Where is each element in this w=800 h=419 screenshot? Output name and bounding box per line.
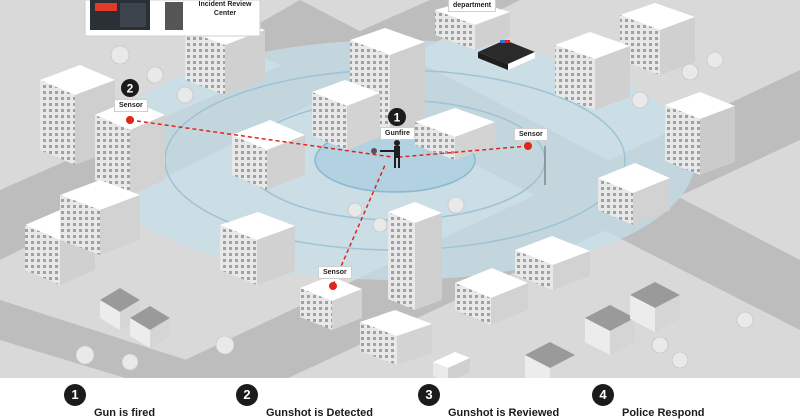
step-1: 1 Gun is fired: [64, 384, 254, 419]
review-center-caption-line2: Center: [213, 10, 237, 17]
step-4: 4 Police Respond: [592, 384, 782, 419]
gunfire-marker: [388, 108, 406, 126]
police-car: [478, 40, 535, 70]
step-3-label: Gunshot is Reviewed: [448, 407, 560, 419]
buildings: [25, 0, 735, 378]
review-center-caption: Incident Review Center: [190, 0, 260, 18]
delivery-van: [433, 352, 470, 382]
step-2: 2 Gunshot is Detected: [236, 384, 426, 419]
step-4-label: Police Respond: [622, 407, 705, 419]
step-2-number: 2: [236, 384, 258, 406]
gunfire-marker-number: 1: [394, 111, 401, 125]
step-1-number: 1: [64, 384, 86, 406]
sensor-links: [129, 119, 546, 286]
step-3: 3 Gunshot is Reviewed: [418, 384, 608, 419]
step-3-number: 3: [418, 384, 440, 406]
sensor-tag-right: Sensor: [514, 128, 548, 141]
shooter-figure: [371, 140, 400, 168]
step-1-label: Gun is fired: [94, 407, 156, 419]
gunfire-tag: Gunfire: [380, 127, 415, 140]
sensor-right: [524, 142, 532, 150]
department-caption: department: [448, 0, 497, 12]
trees: [75, 45, 754, 371]
sensor-marker: [121, 79, 139, 97]
sensor-left: [126, 116, 134, 124]
step-legend: 1 Gun is fired 2 Gunshot is Detected 3 G…: [0, 378, 800, 419]
sensor-tag-bottom: Sensor: [318, 266, 352, 279]
review-center-caption-line1: Incident Review: [198, 1, 252, 8]
review-center-illustration: [84, 0, 261, 37]
sensor-marker-number: 2: [127, 82, 134, 96]
sensor-tag-left: Sensor: [114, 99, 148, 112]
sensor-bottom: [329, 282, 337, 290]
step-2-label: Gunshot is Detected: [266, 407, 373, 419]
step-4-number: 4: [592, 384, 614, 406]
